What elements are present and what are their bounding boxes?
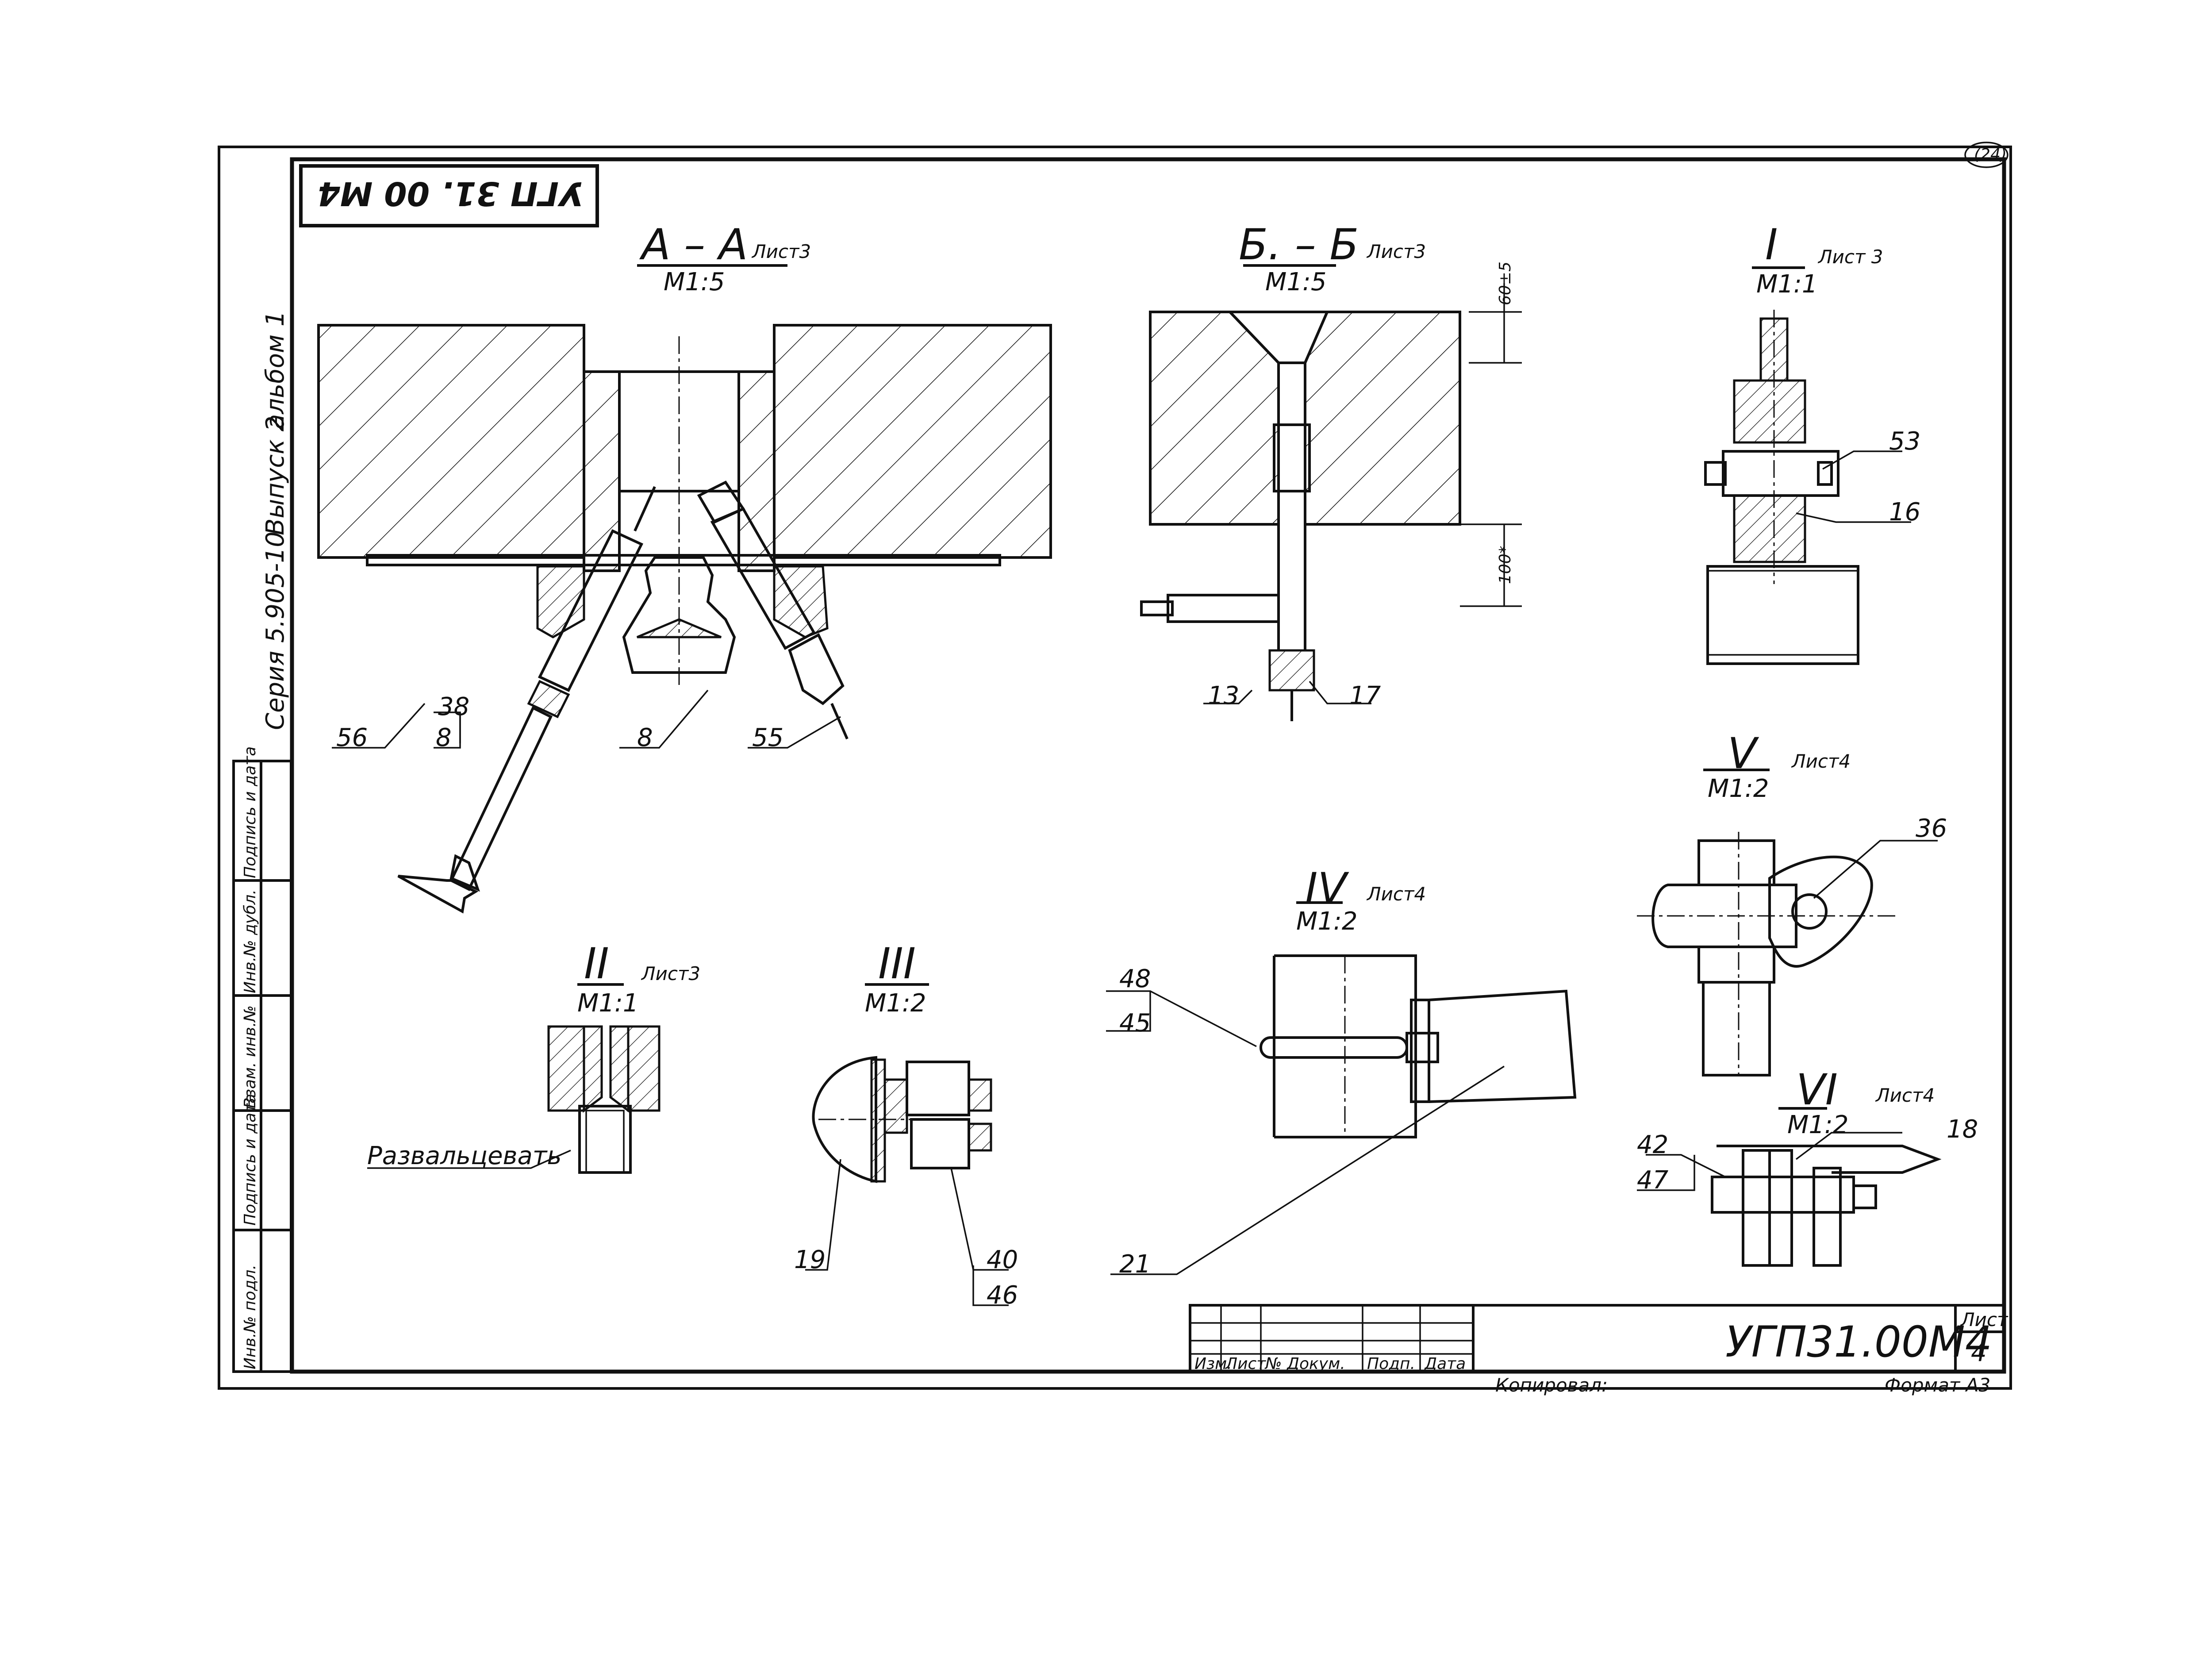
callout-8a: 8 bbox=[436, 723, 452, 752]
series-line1: Серия 5.905-10 bbox=[261, 531, 290, 730]
sheet-frame bbox=[218, 142, 2012, 1390]
callout-8b: 8 bbox=[637, 723, 653, 752]
tb-col-sign: Подп. bbox=[1367, 1355, 1415, 1373]
view-v bbox=[1637, 769, 1938, 1076]
view-v-sheet: Лист4 bbox=[1792, 750, 1851, 772]
callout-55: 55 bbox=[752, 723, 784, 752]
view-ii-sheet: Лист3 bbox=[641, 963, 701, 984]
view-i-sheet: Лист 3 bbox=[1818, 246, 1883, 268]
tb-copied: Копировал: bbox=[1495, 1374, 1608, 1396]
view-vi-scale: М1:2 bbox=[1787, 1111, 1849, 1139]
view-iii bbox=[805, 983, 1009, 1306]
view-bb-sheet: Лист3 bbox=[1367, 241, 1426, 262]
sheet-ref: (24) bbox=[1974, 146, 2007, 164]
series-line3: альбом 1 bbox=[261, 311, 290, 429]
view-v-name: V bbox=[1728, 729, 1757, 778]
tb-sheet-no: 4 bbox=[1971, 1338, 1987, 1367]
note-flare: Развальцевать bbox=[367, 1142, 562, 1170]
callout-36: 36 bbox=[1916, 814, 1947, 843]
callout-47: 47 bbox=[1637, 1166, 1669, 1195]
callout-38: 38 bbox=[438, 692, 470, 721]
tb-col-list: Лист bbox=[1225, 1355, 1266, 1373]
tb-format: Формат А3 bbox=[1885, 1374, 1991, 1396]
tb-col-date: Дата bbox=[1425, 1355, 1466, 1373]
view-ii-name: II bbox=[584, 939, 609, 988]
callout-13: 13 bbox=[1208, 681, 1240, 710]
view-vi-sheet: Лист4 bbox=[1876, 1084, 1935, 1106]
view-aa-name: А – А bbox=[641, 220, 748, 269]
view-vi-name: VI bbox=[1796, 1065, 1838, 1115]
dim-top: 60±5 bbox=[1496, 261, 1514, 305]
strip-cell-2: Подпись и дата bbox=[241, 1093, 259, 1226]
view-bb-name: Б. – Б bbox=[1239, 220, 1359, 269]
tb-col-doc: № Докум. bbox=[1265, 1355, 1345, 1373]
tb-sheet-label: Лист bbox=[1961, 1309, 2008, 1330]
view-ii bbox=[367, 983, 661, 1174]
view-v-scale: М1:2 bbox=[1708, 774, 1769, 803]
view-i-scale: М1:1 bbox=[1756, 270, 1818, 299]
view-iv-name: IV bbox=[1305, 864, 1347, 913]
view-i bbox=[1704, 266, 1911, 665]
dim-bottom: 100* bbox=[1496, 546, 1514, 584]
callout-18: 18 bbox=[1947, 1115, 1978, 1144]
stamp-code: УГП 31. 00 М4 bbox=[317, 174, 584, 212]
series-line2: Выпуск 2 bbox=[261, 415, 290, 535]
title-block bbox=[1189, 1304, 2005, 1373]
view-iv-scale: М1:2 bbox=[1296, 907, 1358, 936]
callout-19: 19 bbox=[794, 1246, 826, 1274]
strip-cell-5: Подпись и дата bbox=[241, 746, 259, 878]
view-aa-sheet: Лист3 bbox=[752, 241, 811, 262]
callout-45: 45 bbox=[1119, 1009, 1151, 1038]
section-bb bbox=[1140, 264, 1522, 721]
view-iv bbox=[1106, 901, 1577, 1275]
view-aa-scale: М1:5 bbox=[664, 268, 725, 296]
view-i-name: I bbox=[1765, 220, 1778, 269]
view-iii-name: III bbox=[878, 939, 916, 988]
callout-16: 16 bbox=[1889, 498, 1921, 527]
view-iii-scale: М1:2 bbox=[865, 989, 926, 1018]
callout-17: 17 bbox=[1349, 681, 1381, 710]
callout-56: 56 bbox=[336, 723, 368, 752]
callout-21: 21 bbox=[1119, 1250, 1151, 1279]
view-iv-sheet: Лист4 bbox=[1367, 883, 1426, 905]
tb-designation: УГП31.00М4 bbox=[1725, 1317, 1992, 1367]
callout-40: 40 bbox=[987, 1246, 1018, 1274]
view-ii-scale: М1:1 bbox=[577, 989, 639, 1018]
strip-cell-4: Инв.№ дубл. bbox=[241, 889, 259, 993]
strip-cell-3: Взам. инв.№ bbox=[241, 1005, 259, 1108]
view-bb-scale: М1:5 bbox=[1265, 268, 1327, 296]
section-aa bbox=[317, 264, 1052, 914]
tb-col-izm: Изм. bbox=[1194, 1355, 1232, 1373]
callout-53: 53 bbox=[1889, 427, 1921, 456]
callout-46: 46 bbox=[987, 1281, 1018, 1310]
view-vi bbox=[1637, 1107, 1942, 1267]
callout-48: 48 bbox=[1119, 965, 1151, 993]
strip-cell-1: Инв.№ подл. bbox=[241, 1265, 259, 1369]
callout-42: 42 bbox=[1637, 1130, 1669, 1159]
